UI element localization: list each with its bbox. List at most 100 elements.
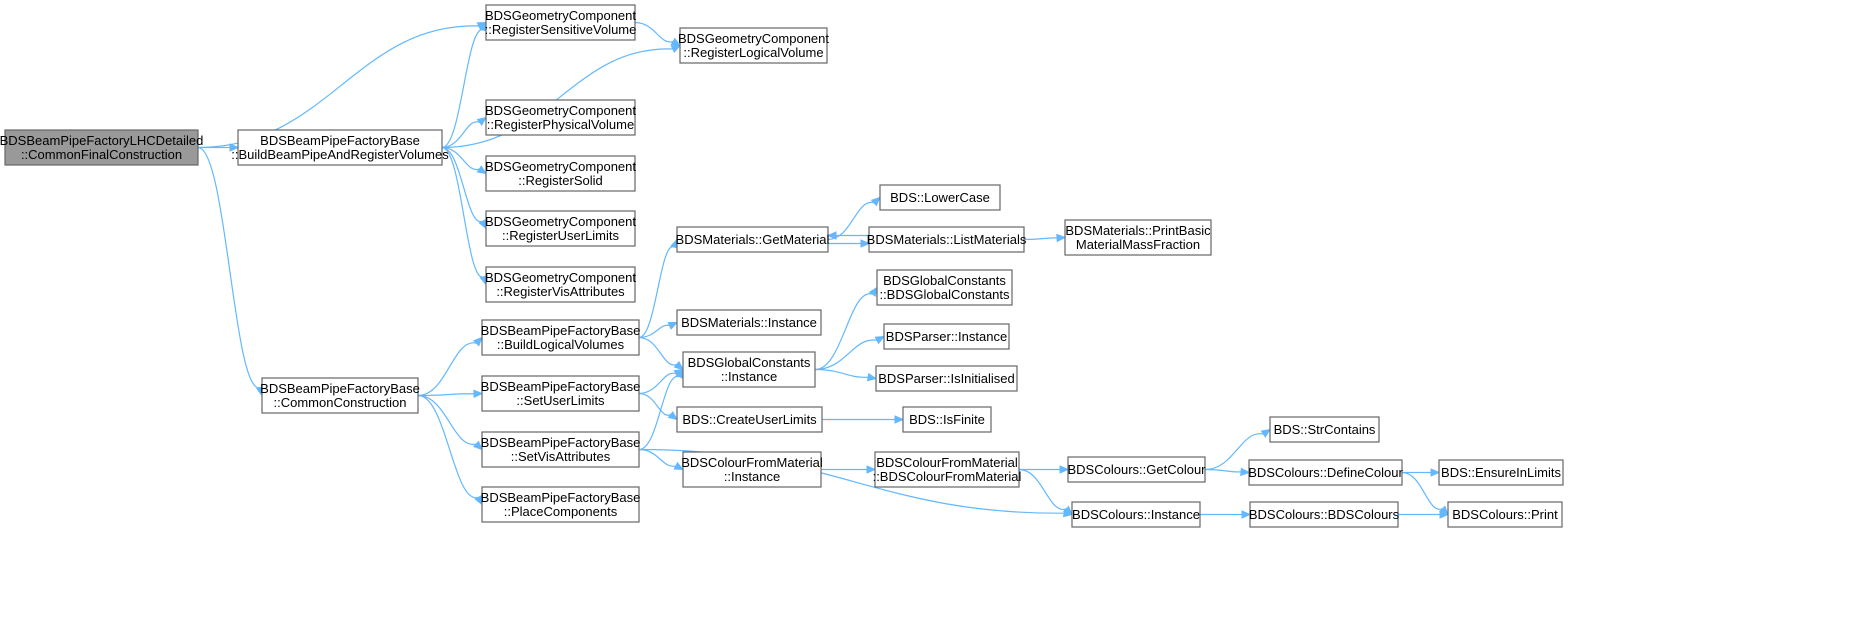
node-bds-createuserlimits[interactable]: BDS::CreateUserLimits [676, 406, 823, 433]
edge-line [814, 339, 878, 371]
edge-arrowhead [894, 415, 905, 424]
node-label: BDSGeometryComponent [485, 103, 636, 118]
node-bdsmaterials-getmaterial[interactable]: BDSMaterials::GetMaterial [676, 226, 830, 253]
node-bdscolours-definecolour[interactable]: BDSColours::DefineColour [1248, 459, 1403, 486]
node-label: ::BuildBeamPipeAndRegisterVolumes [231, 147, 449, 162]
edge-arrowhead [667, 321, 679, 330]
node-bdscolourfrommaterial-bdscolourfrommaterial[interactable]: BDSColourFromMaterial::BDSColourFromMate… [873, 451, 1022, 488]
node-bdsbeampipefactorybase-buildbeampipeandregistervolumes[interactable]: BDSBeamPipeFactoryBase::BuildBeamPipeAnd… [231, 129, 449, 166]
node-bdsbeampipefactorybase-buildlogicalvolumes[interactable]: BDSBeamPipeFactoryBase::BuildLogicalVolu… [481, 319, 641, 356]
node-bdsmaterials-listmaterials[interactable]: BDSMaterials::ListMaterials [867, 226, 1027, 253]
node-bdsparser-isinitialised[interactable]: BDSParser::IsInitialised [875, 365, 1018, 392]
edge-arrowhead [1260, 428, 1272, 438]
node-bdsbeampipefactorybase-commonconstruction[interactable]: BDSBeamPipeFactoryBase::CommonConstructi… [260, 377, 420, 414]
edge-line [814, 293, 873, 371]
edge-line [638, 448, 677, 467]
edge-line [638, 372, 677, 395]
node-bdsbeampipefactorybase-setuserlimits[interactable]: BDSBeamPipeFactoryBase::SetUserLimits [481, 375, 641, 412]
edge-line [441, 146, 485, 278]
edge-line [638, 324, 670, 339]
edge-arrowhead [1056, 233, 1067, 243]
edge-sul-to-gci [638, 368, 685, 395]
edge-gci-to-pi [814, 335, 886, 371]
edge-arrowhead [866, 465, 877, 474]
edge-cfmc-to-gc [1019, 465, 1070, 474]
node-label: BDSMaterials::Instance [681, 315, 817, 330]
edge-arrowhead [866, 372, 878, 382]
edge-arrowhead [1062, 505, 1073, 516]
node-label: BDSBeamPipeFactoryBase [481, 379, 641, 394]
edge-arrowhead [868, 286, 878, 297]
node-box [902, 406, 992, 433]
node-bdsbeampipefactorybase-placecomponents[interactable]: BDSBeamPipeFactoryBase::PlaceComponents [481, 486, 641, 523]
edge-line [197, 146, 261, 389]
edge-line [441, 121, 480, 149]
node-bdsgeometrycomponent-registersensitivevolume[interactable]: BDSGeometryComponent::RegisterSensitiveV… [485, 4, 637, 41]
node-bds-isfinite[interactable]: BDS::IsFinite [902, 406, 992, 433]
edge-arrowhead [870, 196, 881, 207]
node-label: BDSBeamPipeFactoryBase [481, 323, 641, 338]
edge-arrowhead [472, 440, 483, 451]
edge-line [417, 394, 479, 499]
node-box [676, 406, 823, 433]
node-label: BDSBeamPipeFactoryBase [260, 381, 420, 396]
node-bdscolours-bdscolours[interactable]: BDSColours::BDSColours [1249, 501, 1400, 528]
edge-cc-to-sul [417, 389, 484, 399]
edge-cbc-to-cp [1398, 510, 1450, 519]
node-label: ::RegisterUserLimits [502, 228, 620, 243]
node-bdsbeampipefactorylhcdetailed-commonfinalconstruction[interactable]: BDSBeamPipeFactoryLHCDetailed::CommonFin… [0, 129, 203, 166]
edge-line [1204, 433, 1264, 471]
node-label: BDSGlobalConstants [688, 355, 811, 370]
node-label: BDS::StrContains [1274, 422, 1376, 437]
node-box [682, 351, 816, 388]
node-box [485, 155, 636, 192]
node-bdsgeometrycomponent-registervisattributes[interactable]: BDSGeometryComponent::RegisterVisAttribu… [485, 266, 636, 303]
edge-line [417, 342, 477, 397]
node-box [481, 431, 640, 468]
edge-lm-to-gm [826, 231, 869, 240]
node-box [676, 226, 829, 253]
node-label: ::Instance [724, 469, 780, 484]
edge-arrowhead [860, 239, 871, 248]
node-bdscolours-getcolour[interactable]: BDSColours::GetColour [1067, 456, 1207, 483]
node-bdsbeampipefactorybase-setvisattributes[interactable]: BDSBeamPipeFactoryBase::SetVisAttributes [481, 431, 641, 468]
edge-gm-to-lm [827, 239, 871, 248]
edge-arrowhead [229, 143, 240, 152]
node-bds-lowercase[interactable]: BDS::LowerCase [879, 184, 1001, 211]
edge-arrowhead [1439, 510, 1450, 519]
node-box [874, 451, 1020, 488]
node-bdsglobalconstants-instance[interactable]: BDSGlobalConstants::Instance [682, 351, 816, 388]
edge-ci-to-cbc [1200, 510, 1252, 519]
edge-line [441, 48, 673, 149]
edge-cul-to-isf [822, 415, 905, 424]
node-bdsmaterials-instance[interactable]: BDSMaterials::Instance [676, 309, 822, 336]
node-bdsmaterials-printbasicmaterialmassfraction[interactable]: BDSMaterials::PrintBasicMaterialMassFrac… [1064, 219, 1212, 256]
node-bds-strcontains[interactable]: BDS::StrContains [1269, 416, 1380, 443]
node-box [261, 377, 419, 414]
node-label: ::RegisterPhysicalVolume [487, 117, 634, 132]
edge-line [441, 146, 483, 222]
edge-line [638, 336, 677, 366]
node-bdsparser-instance[interactable]: BDSParser::Instance [883, 323, 1010, 350]
node-label: BDSMaterials::PrintBasic [1065, 223, 1211, 238]
edge-gc-to-dc [1204, 467, 1251, 477]
node-label: BDSBeamPipeFactoryBase [481, 490, 641, 505]
node-label: ::Instance [721, 369, 777, 384]
edge-sul-to-cul [638, 392, 678, 421]
node-label: ::SetUserLimits [516, 393, 605, 408]
edge-line [1018, 468, 1067, 510]
node-bdsgeometrycomponent-registerlogicalvolume[interactable]: BDSGeometryComponent::RegisterLogicalVol… [678, 27, 829, 64]
node-label: BDSBeamPipeFactoryBase [481, 435, 641, 450]
node-bdsglobalconstants-bdsglobalconstants[interactable]: BDSGlobalConstants::BDSGlobalConstants [876, 269, 1013, 306]
node-bdsgeometrycomponent-registerphysicalvolume[interactable]: BDSGeometryComponent::RegisterPhysicalVo… [485, 99, 636, 136]
node-bdscolourfrommaterial-instance[interactable]: BDSColourFromMaterial::Instance [681, 451, 823, 488]
edge-root-to-bbpr [198, 143, 240, 152]
edge-sva-to-cfmi [638, 448, 685, 471]
node-bdscolours-instance[interactable]: BDSColours::Instance [1071, 501, 1201, 528]
node-bdscolours-print[interactable]: BDSColours::Print [1447, 501, 1563, 528]
node-bds-ensureinlimits[interactable]: BDS::EnsureInLimits [1438, 459, 1564, 486]
edge-line [1023, 237, 1058, 241]
node-bdsgeometrycomponent-registersolid[interactable]: BDSGeometryComponent::RegisterSolid [485, 155, 636, 192]
node-bdsgeometrycomponent-registeruserlimits[interactable]: BDSGeometryComponent::RegisterUserLimits [485, 210, 636, 247]
